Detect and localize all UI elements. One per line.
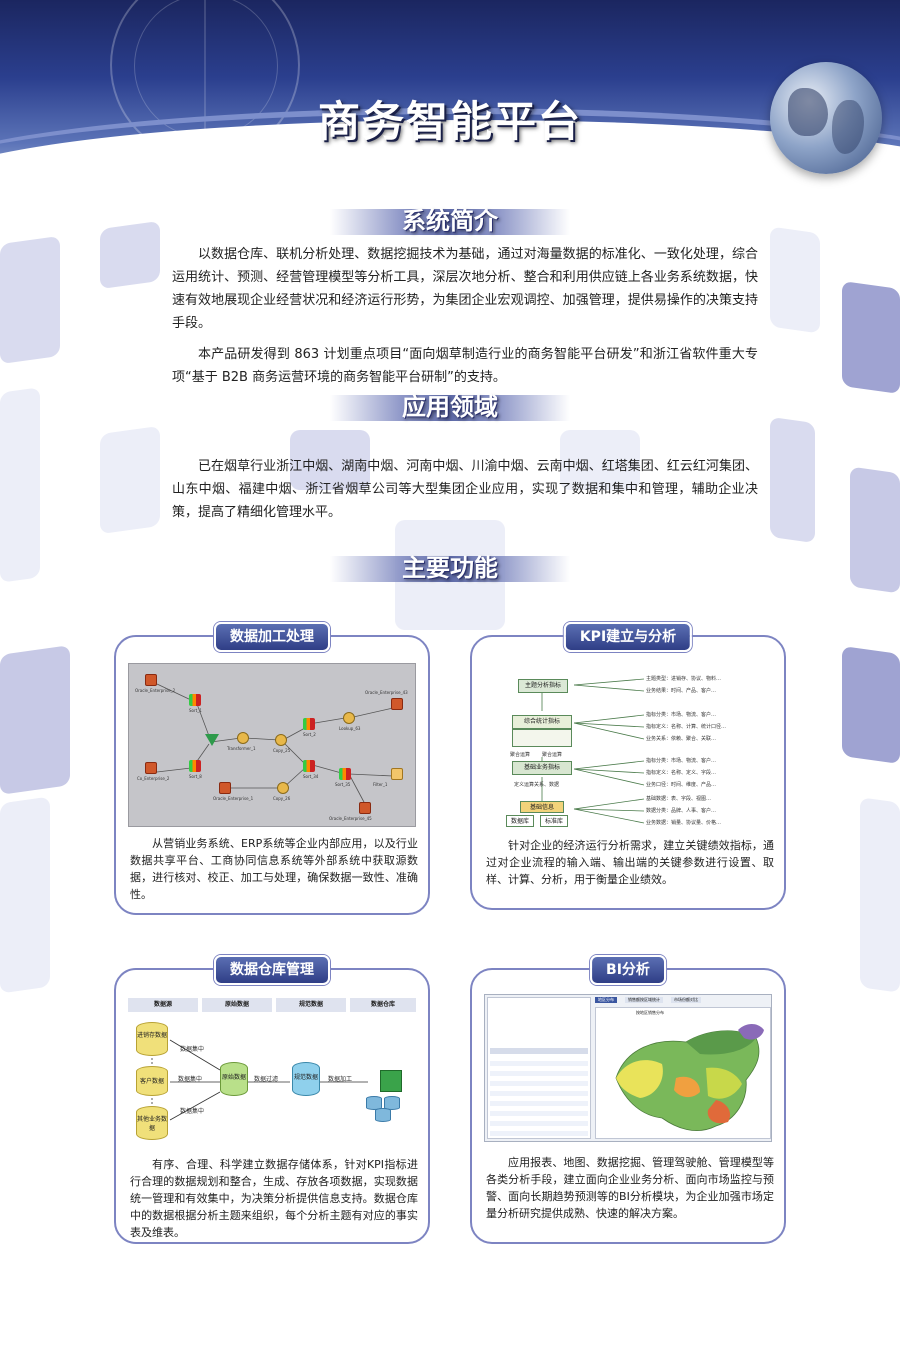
bg-tile	[770, 416, 815, 544]
sort-node	[303, 760, 315, 772]
map-title: 按地区销售分布	[636, 1010, 664, 1015]
warehouse-db-icon	[384, 1096, 400, 1110]
copy-node	[275, 734, 287, 746]
kpi-info-box: 基础信息	[520, 801, 564, 813]
globe-icon	[770, 62, 882, 174]
feature-card-warehouse: 数据仓库管理 数据源 原始数据 规范数据 数据仓库 进销存数据 客户数据 其他业…	[114, 955, 430, 1244]
kpi-theme-box: 主题分析指标	[518, 679, 568, 693]
bg-tile	[0, 796, 50, 994]
tab-region[interactable]: 地区分布	[595, 997, 617, 1003]
bg-tile	[770, 226, 820, 334]
bi-table-header	[490, 1048, 588, 1054]
tab-share[interactable]: 市场份额对比	[671, 997, 701, 1003]
kpi-hierarchy-diagram: 主题分析指标 综合统计指标 聚合运算 聚合运算 基础业务指标 定义运算关系、数据…	[484, 665, 772, 831]
intro-paragraph-2: 本产品研发得到 863 计划重点项目“面向烟草制造行业的商务智能平台研发”和浙江…	[172, 347, 758, 385]
bg-tile	[0, 645, 70, 795]
sort-node	[303, 718, 315, 730]
bg-tile	[100, 220, 160, 290]
tab-sales[interactable]: 销售额按区域统计	[625, 997, 663, 1003]
warehouse-arrows	[151, 1039, 368, 1121]
transformer-node	[237, 732, 249, 744]
section-heading-features: 主要功能	[330, 550, 570, 582]
target-node	[359, 802, 371, 814]
header-banner	[0, 0, 900, 205]
transformer-node	[205, 734, 219, 746]
raw-data-store-icon	[220, 1062, 248, 1096]
source-db-icon	[136, 1106, 168, 1140]
china-map-icon	[615, 1024, 764, 1131]
warehouse-cube-icon	[380, 1070, 402, 1092]
target-node	[391, 698, 403, 710]
section-heading-intro: 系统简介	[330, 203, 570, 235]
intro-paragraph-1: 以数据仓库、联机分析处理、数据挖掘技术为基础，通过对海量数据的标准化、一致化处理…	[172, 247, 758, 331]
sort-node	[189, 694, 201, 706]
sort-node	[339, 768, 351, 780]
feature-card-data-processing: 数据加工处理 Oracle_Enterprise_2	[114, 622, 430, 915]
bg-tile	[560, 430, 640, 490]
bg-tile	[842, 280, 900, 395]
card-description: 有序、合理、科学建立数据存储体系，针对KPI指标进行合理的数据规划和整合，生成、…	[130, 1158, 418, 1239]
card-description: 应用报表、地图、数据挖掘、管理驾驶舱、管理模型等各类分析手段，建立面向企业业务分…	[486, 1156, 774, 1220]
clean-data-store-icon	[292, 1062, 320, 1096]
bi-map-panel: 按地区销售分布	[595, 1007, 771, 1139]
kpi-base-box: 基础业务指标	[512, 761, 572, 775]
source-db-icon	[136, 1066, 168, 1096]
bg-tile	[842, 645, 900, 765]
card-title: 数据加工处理	[214, 622, 330, 652]
kpi-db-box: 数据库	[506, 815, 534, 827]
application-paragraph: 已在烟草行业浙江中烟、湖南中烟、河南中烟、川渝中烟、云南中烟、红塔集团、红云红河…	[172, 459, 758, 520]
source-db-icon	[136, 1022, 168, 1056]
header-swoosh-line	[0, 108, 900, 205]
lookup-node	[343, 712, 355, 724]
kpi-composite-box: 综合统计指标	[512, 715, 572, 729]
bi-left-panel	[487, 997, 591, 1139]
bi-analysis-screenshot: 地区分布 销售额按区域统计 市场份额对比 按地区销售分布	[484, 994, 772, 1142]
copy-node	[277, 782, 289, 794]
card-description: 针对企业的经济运行分析需求，建立关键绩效指标，通过对企业流程的输入端、输出端的关…	[486, 839, 774, 886]
bi-table-rows	[490, 1056, 588, 1136]
section-heading-application: 应用领域	[330, 389, 570, 421]
etl-flow-diagram: Oracle_Enterprise_2 Sort_1 Transformer_1…	[128, 663, 416, 827]
bg-tile	[860, 797, 900, 993]
warehouse-db-icon	[375, 1108, 391, 1122]
bg-tile	[290, 430, 370, 490]
card-description: 从营销业务系统、ERP系统等企业内部应用，以及行业数据共享平台、工商协同信息系统…	[130, 837, 418, 901]
card-title: 数据仓库管理	[214, 955, 330, 985]
filter-node	[391, 768, 403, 780]
source-node	[145, 674, 157, 686]
bg-tile	[0, 387, 40, 583]
warehouse-db-icon	[366, 1096, 382, 1110]
bg-tile	[850, 466, 900, 594]
feature-card-bi: BI分析 地区分布 销售额按区域统计 市场份额对比 按地区销售分布 应用报表、地…	[470, 955, 786, 1244]
page-title: 商务智能平台	[317, 97, 582, 146]
header-swoosh	[0, 120, 900, 205]
source-node	[145, 762, 157, 774]
source-node	[219, 782, 231, 794]
bg-tile	[0, 235, 60, 365]
bg-tile	[100, 425, 160, 535]
kpi-standard-box: 标准库	[540, 815, 568, 827]
card-title: BI分析	[590, 955, 666, 985]
warehouse-flow-diagram: 数据源 原始数据 规范数据 数据仓库 进销存数据 客户数据 其他业务数据 数据集…	[128, 998, 416, 1144]
card-title: KPI建立与分析	[563, 622, 693, 652]
sort-node	[189, 760, 201, 772]
kpi-connectors	[541, 678, 645, 824]
bi-tab-bar: 地区分布 销售额按区域统计 市场份额对比	[595, 997, 771, 1005]
feature-card-kpi: KPI建立与分析 主题分析指标 综合统计指标 聚合运算	[470, 622, 786, 910]
kpi-composite-grid	[512, 729, 572, 747]
